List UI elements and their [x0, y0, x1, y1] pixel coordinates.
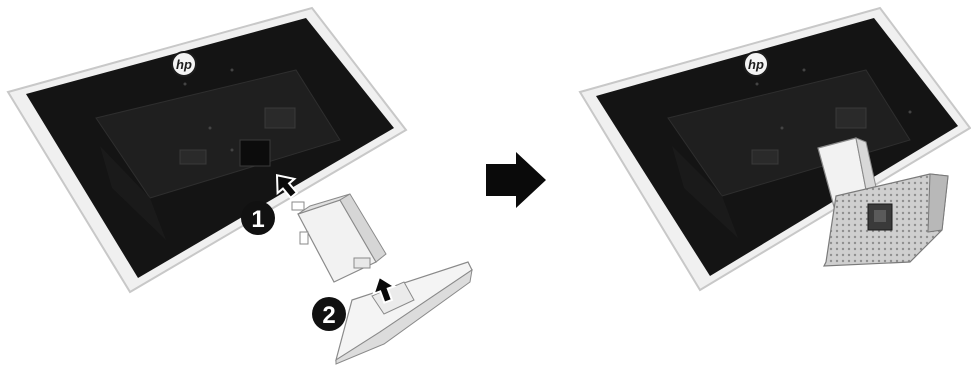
stand-base	[336, 262, 472, 364]
step-1-number: 1	[251, 206, 264, 233]
svg-text:hp: hp	[748, 57, 764, 72]
stand-slot	[240, 140, 270, 166]
step-2-badge: 2	[312, 297, 346, 331]
right-arrow-icon	[486, 152, 546, 208]
step-1-badge: 1	[241, 201, 275, 235]
stand-neck	[292, 194, 386, 282]
step-2-number: 2	[322, 302, 335, 329]
svg-text:hp: hp	[176, 57, 192, 72]
hp-logo-icon: hp	[172, 52, 196, 76]
hp-logo-icon: hp	[744, 52, 768, 76]
